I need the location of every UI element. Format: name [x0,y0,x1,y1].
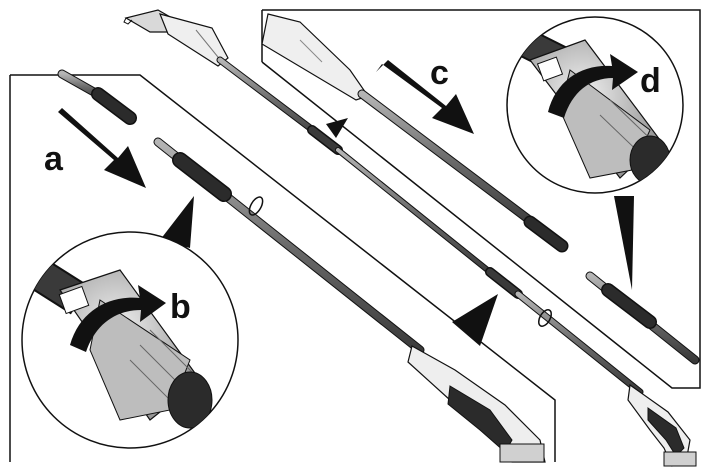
full-pole-assembly [123,9,697,467]
callout-pointer-d [614,196,634,290]
callout-pointer-upper [326,118,348,138]
panel-c-coupler-d [601,283,657,329]
callout-pointer-b [160,196,194,248]
arrow-down-right-icon [376,60,474,134]
handle-assembly-left [407,345,546,463]
pole-coupler-upper [307,125,343,155]
panel-c-end-coupler [523,215,569,253]
rotate-arrow-icon [70,285,166,352]
arrow-down-right-icon [50,108,146,188]
step-label-d: d [640,62,661,100]
panel-a-upper-coupler [91,87,137,125]
strap-ring [538,309,552,327]
callout-pointer-lower [452,294,498,346]
pole-coupler-lower [485,267,523,299]
handle-assembly-right [627,383,697,467]
step-label-b: b [170,288,191,326]
panel-c-pole [261,13,700,365]
rotate-arrow-icon [548,54,638,118]
panel-a-pole [57,69,546,463]
step-label-c: c [430,54,449,92]
detail-circle-b [21,231,239,449]
saw-head [123,9,229,67]
step-label-a: a [44,140,64,178]
panel-right-frame [261,9,701,389]
strap-ring-left [248,196,264,216]
panel-a-lower-coupler [172,152,232,202]
panel-left-frame [9,74,556,462]
detail-circle-d [506,16,684,194]
